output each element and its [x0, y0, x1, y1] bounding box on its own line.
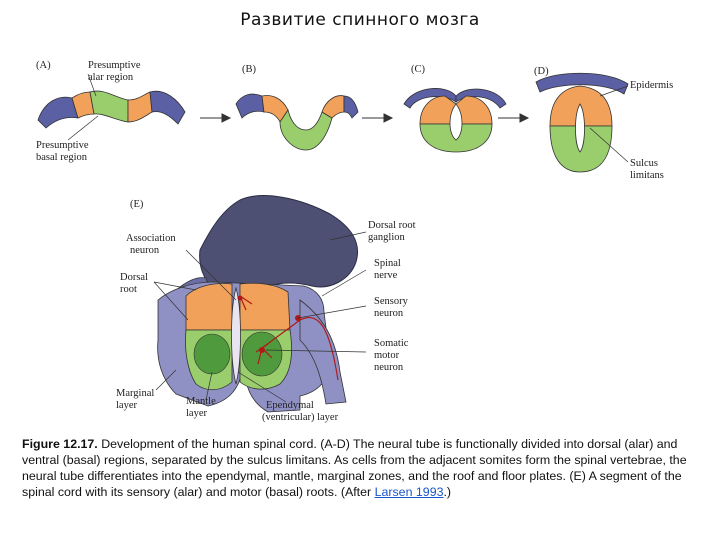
sensory-neuron-label: Sensory	[374, 296, 409, 307]
ependymal-layer-label-2: (ventricular) layer	[262, 412, 339, 423]
panel-label-b: (B)	[242, 64, 257, 75]
dorsal-root-label-2: root	[120, 284, 137, 295]
drg-label-2: ganglion	[368, 232, 405, 243]
reference-link[interactable]: Larsen 1993	[375, 485, 444, 499]
panel-label-d: (D)	[534, 66, 549, 77]
panel-label-c: (C)	[411, 64, 426, 75]
marginal-layer-label-2: layer	[116, 400, 137, 411]
marginal-layer-label: Marginal	[116, 388, 154, 399]
dorsal-root-label: Dorsal	[120, 272, 148, 283]
epidermis-label: Epidermis	[630, 80, 673, 91]
panel-d-neural-tube	[536, 73, 628, 172]
presumptive-alar-label: Presumptive	[88, 60, 141, 71]
panel-e-spinal-cord-segment	[154, 196, 366, 412]
sulcus-limitans-label: Sulcus	[630, 158, 658, 169]
drg-label: Dorsal root	[368, 220, 416, 231]
association-neuron-label: Association	[126, 233, 176, 244]
caption-text: Development of the human spinal cord. (A…	[22, 437, 687, 499]
somatic-motor-label-3: neuron	[374, 362, 404, 373]
panel-a-neural-plate	[38, 74, 185, 140]
panel-b-neural-groove	[236, 94, 358, 150]
figure-caption: Figure 12.17. Development of the human s…	[22, 436, 702, 500]
caption-end: .)	[443, 485, 451, 499]
spinal-nerve-label: Spinal	[374, 258, 401, 269]
sulcus-limitans-label-2: limitans	[630, 170, 664, 181]
spinal-nerve-label-2: nerve	[374, 270, 398, 281]
mantle-layer-label: Mantle	[186, 396, 216, 407]
spinal-cord-development-figure: (A) (B) (C) (D) (E) Presumptive alar reg…	[0, 0, 720, 430]
ependymal-layer-label: Ependymal	[266, 400, 314, 411]
association-neuron-label-2: neuron	[130, 245, 160, 256]
presumptive-alar-label-2: alar region	[88, 72, 134, 83]
mantle-layer-label-2: layer	[186, 408, 207, 419]
somatic-motor-label-2: motor	[374, 350, 400, 361]
sensory-neuron-label-2: neuron	[374, 308, 404, 319]
figure-number: Figure 12.17.	[22, 437, 98, 451]
panel-c-neural-tube	[404, 88, 506, 152]
panel-label-e: (E)	[130, 199, 144, 210]
presumptive-basal-label-2: basal region	[36, 152, 88, 163]
presumptive-basal-label: Presumptive	[36, 140, 89, 151]
panel-label-a: (A)	[36, 60, 51, 71]
somatic-motor-label: Somatic	[374, 338, 409, 349]
